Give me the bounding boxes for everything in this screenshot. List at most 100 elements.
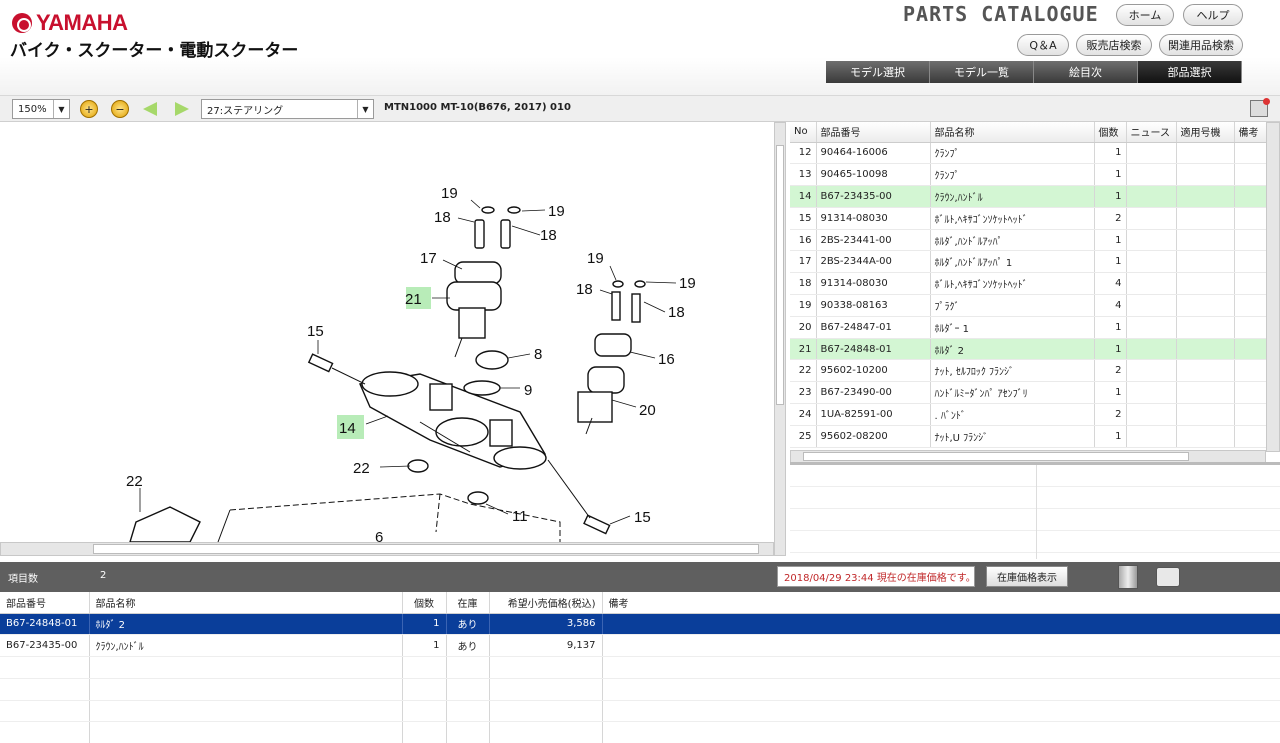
cell-empty [1234,359,1267,383]
cart-col-header[interactable]: 個数 [402,592,447,614]
callout-18[interactable]: 22 [126,473,143,490]
parts-col-header[interactable]: ニュース [1126,122,1177,143]
item-count-label: 項目数 [8,574,38,585]
price-notice: 2018/04/29 23:44 現在の在庫価格です。 [777,566,976,587]
previous-page-icon[interactable] [143,102,157,116]
callout-10[interactable]: 15 [307,323,324,340]
callout-6[interactable]: 19 [587,250,604,267]
diagram-vertical-scrollbar[interactable] [774,122,786,556]
zoom-select[interactable]: 150% ▼ [12,99,70,119]
cell-qty: 2 [1094,403,1127,426]
parts-col-header[interactable]: 部品名称 [930,122,1095,143]
parts-horizontal-scrollbar[interactable] [790,450,1266,462]
scroll-thumb[interactable] [93,544,759,554]
help-button[interactable]: ヘルプ [1183,4,1243,26]
callout-1[interactable]: 18 [434,209,451,226]
parts-col-header[interactable]: 個数 [1094,122,1127,143]
callout-5[interactable]: 21 [405,291,422,308]
cell-name: ﾎﾙﾀﾞ 2 [89,613,403,636]
cell-qty: 1 [1094,425,1127,448]
parts-col-header[interactable]: No [790,122,817,143]
print-icon[interactable] [1250,98,1270,117]
yamaha-logo[interactable]: YAMAHA [12,10,128,35]
callout-12[interactable]: 16 [658,351,675,368]
next-page-icon[interactable] [175,102,189,116]
cell-empty [1126,338,1177,361]
callout-7[interactable]: 19 [679,275,696,292]
callout-9[interactable]: 18 [668,304,685,321]
cell-empty [1176,272,1235,296]
cell-empty [1126,316,1177,339]
tab-picture-index[interactable]: 絵目次 [1034,61,1138,83]
callout-16[interactable]: 22 [353,460,370,477]
cell-qty: 4 [1094,272,1127,296]
callout-19[interactable]: 15 [634,509,651,526]
callout-0[interactable]: 19 [441,185,458,202]
cell-part: 95602-08200 [816,425,931,448]
chevron-down-icon: ▼ [357,100,373,118]
dealer-search-button[interactable]: 販売店検索 [1076,34,1152,56]
stock-price-button[interactable]: 在庫価格表示 [986,566,1068,587]
cell-empty [1234,316,1267,339]
parts-col-header[interactable]: 部品番号 [816,122,931,143]
cell-empty [489,700,603,723]
callout-2[interactable]: 19 [548,203,565,220]
callout-8[interactable]: 18 [576,281,593,298]
parts-col-header[interactable]: 適用号機 [1176,122,1235,143]
qa-button[interactable]: Q＆A [1017,34,1069,56]
parts-diagram[interactable]: 19 18 19 18 17 21 19 19 18 18 15 8 16 9 20 14 22 11 22 15 6 [0,122,774,542]
scroll-thumb[interactable] [776,145,784,405]
trash-icon[interactable] [1118,565,1138,589]
tab-parts-select[interactable]: 部品選択 [1138,61,1242,83]
cart-col-header[interactable]: 部品名称 [89,592,403,614]
parts-vertical-scrollbar[interactable] [1266,122,1280,452]
header: YAMAHA バイク・スクーター・電動スクーター PARTS CATALOGUE… [0,0,1280,96]
yamaha-tuning-fork-icon [12,13,32,33]
diagram-horizontal-scrollbar[interactable] [0,542,774,556]
cart-col-header[interactable]: 在庫 [446,592,490,614]
callout-11[interactable]: 8 [534,346,542,363]
cart-col-header[interactable]: 部品番号 [0,592,90,614]
cell-name: ﾎﾙﾀﾞｰ 1 [930,316,1095,339]
callout-3[interactable]: 18 [540,227,557,244]
tab-model-list[interactable]: モデル一覧 [930,61,1034,83]
print-icon[interactable] [1156,567,1180,587]
callout-20[interactable]: 6 [375,529,383,542]
callout-15[interactable]: 14 [339,420,356,437]
callout-14[interactable]: 20 [639,402,656,419]
cell-no: 14 [790,185,817,208]
cart-empty-row [0,700,1280,723]
related-items-search-button[interactable]: 関連用品検索 [1159,34,1243,56]
cart-col-header[interactable]: 備考 [602,592,1280,614]
cart-col-header[interactable]: 希望小売価格(税込) [489,592,603,614]
cell-qty: 1 [1094,381,1127,405]
cell-name: . ﾊﾞﾝﾄﾞ [930,403,1095,426]
home-button[interactable]: ホーム [1116,4,1174,26]
parts-col-header[interactable]: 備考 [1234,122,1267,143]
callout-4[interactable]: 17 [420,250,437,267]
tab-model-select[interactable]: モデル選択 [826,61,930,83]
zoom-in-icon[interactable]: + [80,100,98,118]
callout-13[interactable]: 9 [524,382,532,399]
zoom-out-icon[interactable]: − [111,100,129,118]
cell-empty [402,656,447,679]
section-select[interactable]: 27:ステアリング ▼ [201,99,374,119]
callout-17[interactable]: 11 [512,508,528,525]
